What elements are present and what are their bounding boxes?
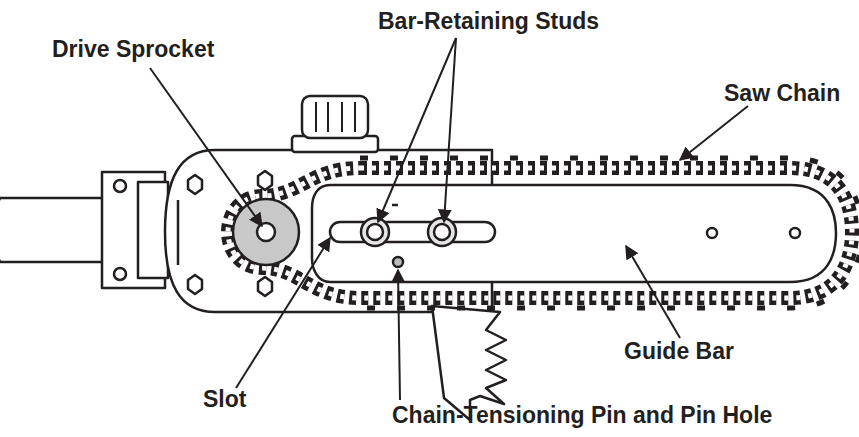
oil-cap-ridges	[316, 102, 355, 132]
drive-sprocket	[233, 199, 299, 265]
bracket-collar	[138, 182, 168, 278]
bracket-bolt	[114, 180, 126, 192]
leader-line	[626, 246, 680, 338]
guide-bar	[312, 185, 836, 282]
housing-bolt	[258, 171, 272, 190]
leader-line	[236, 238, 330, 388]
part-label: Bar-Retaining Studs	[378, 8, 599, 35]
bar-slot	[330, 222, 495, 242]
bracket-bolt	[114, 268, 126, 280]
bar-rivet	[392, 204, 398, 207]
saw-chain-outline	[228, 168, 852, 298]
part-label: Chain-Tensioning Pin and Pin Hole	[392, 402, 772, 429]
saw-chain-links	[228, 168, 852, 298]
part-label: Saw Chain	[724, 80, 840, 107]
bar-retaining-stud	[428, 218, 456, 246]
part-label: Drive Sprocket	[52, 36, 214, 63]
part-label: Guide Bar	[624, 338, 734, 365]
leader-line	[378, 38, 456, 222]
chain-tensioning-pin	[393, 257, 403, 267]
oil-cap	[302, 96, 368, 138]
housing-bolt	[258, 277, 272, 296]
bar-hole	[707, 228, 717, 238]
leader-line	[150, 68, 262, 226]
sprocket-hub	[257, 223, 275, 241]
leader-line	[680, 106, 748, 160]
leader-line	[444, 38, 456, 222]
bar-hole	[790, 228, 800, 238]
part-label: Slot	[203, 386, 246, 413]
leader-line	[398, 270, 400, 400]
housing-bolt	[188, 175, 202, 194]
bar-retaining-stud	[361, 218, 389, 246]
housing-edge	[177, 200, 180, 265]
housing-bolt	[188, 275, 202, 294]
